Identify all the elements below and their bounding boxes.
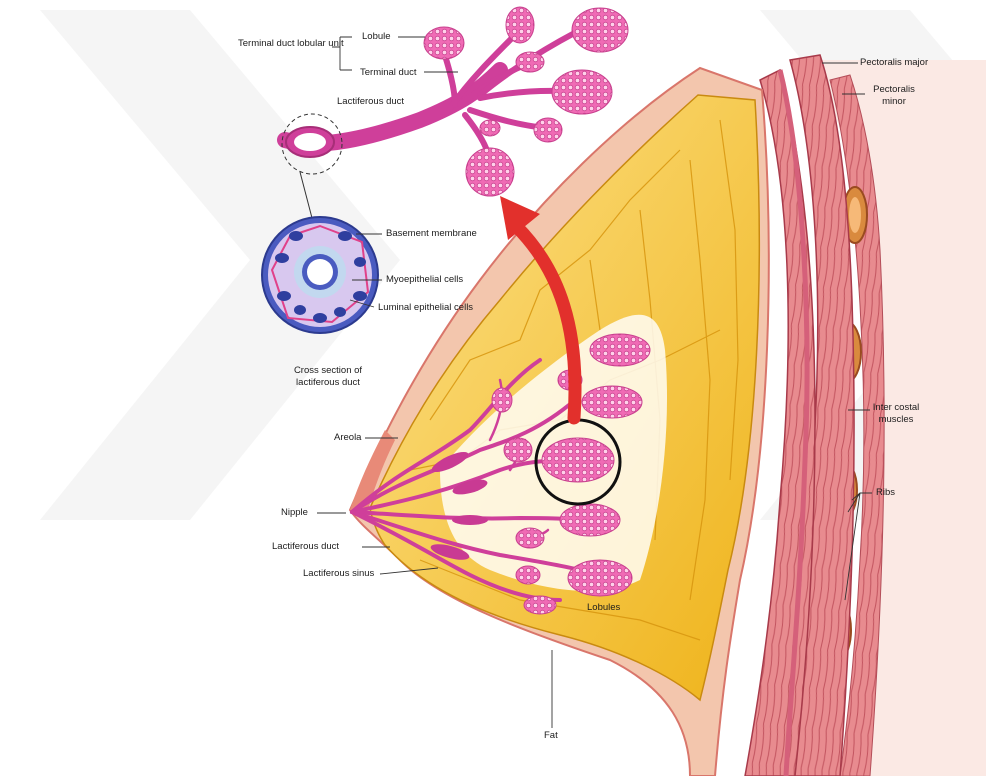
label-pectoralis-minor: Pectoralis minor (862, 84, 926, 108)
label-terminal-duct: Terminal duct (360, 67, 417, 79)
label-fat: Fat (544, 730, 558, 742)
label-lobules: Lobules (587, 602, 620, 614)
label-areola: Areola (334, 432, 361, 444)
label-intercostal-muscles: Inter costal muscles (866, 402, 926, 426)
label-nipple: Nipple (281, 507, 308, 519)
label-cross-section: Cross section of lactiferous duct (280, 365, 376, 389)
label-pectoralis-major: Pectoralis major (860, 57, 928, 69)
label-ribs: Ribs (876, 487, 895, 499)
label-myoepithelial-cells: Myoepithelial cells (386, 274, 463, 286)
label-lactiferous-duct: Lactiferous duct (272, 541, 339, 553)
label-tdlu: Terminal duct lobular unit (238, 38, 334, 50)
label-luminal-epithelial-cells: Luminal epithelial cells (378, 302, 473, 314)
label-basement-membrane: Basement membrane (386, 228, 477, 240)
breast-body (350, 68, 769, 776)
label-lactiferous-sinus: Lactiferous sinus (303, 568, 374, 580)
label-lobule: Lobule (362, 31, 391, 43)
label-lactiferous-duct-top: Lactiferous duct (337, 96, 404, 108)
